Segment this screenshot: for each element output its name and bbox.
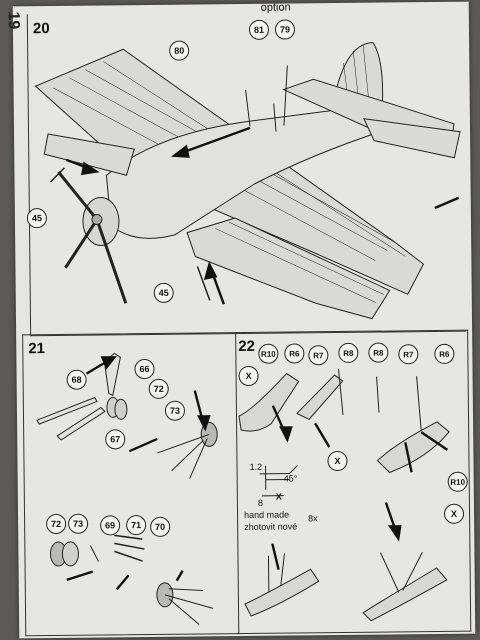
callout-x-3: X (443, 503, 465, 524)
arrow-icon (66, 356, 211, 591)
callout-r10-second: R10 (447, 471, 468, 492)
dimension-horizontal: 8 (257, 497, 263, 508)
callout-r10: R10 (258, 343, 279, 364)
zhotovit-nove-note: zhotovit nové (244, 521, 298, 533)
callout-x-2: X (327, 450, 348, 472)
arrow-icon (65, 126, 460, 305)
detail-marker-x: X (275, 491, 282, 502)
arrow-icon (271, 405, 449, 570)
instruction-sheet: 19 20 option (5, 1, 476, 639)
callout-r8-second: R8 (368, 342, 389, 363)
callout-r7-second: R7 (398, 344, 419, 365)
dimension-vertical: 1.2 (249, 461, 263, 472)
callout-r6: R6 (284, 343, 305, 364)
ski-drawing (238, 368, 450, 622)
hand-made-note: hand made (243, 509, 290, 521)
callout-x-1: X (238, 365, 259, 387)
landing-gear-drawing (36, 352, 218, 625)
airplane-drawing (34, 42, 461, 320)
callout-r7: R7 (308, 345, 329, 366)
callout-r8: R8 (338, 342, 359, 364)
quantity-8x: 8x (308, 513, 318, 524)
dimension-angle: 45° (283, 473, 298, 484)
callout-r6-second: R6 (434, 343, 455, 365)
